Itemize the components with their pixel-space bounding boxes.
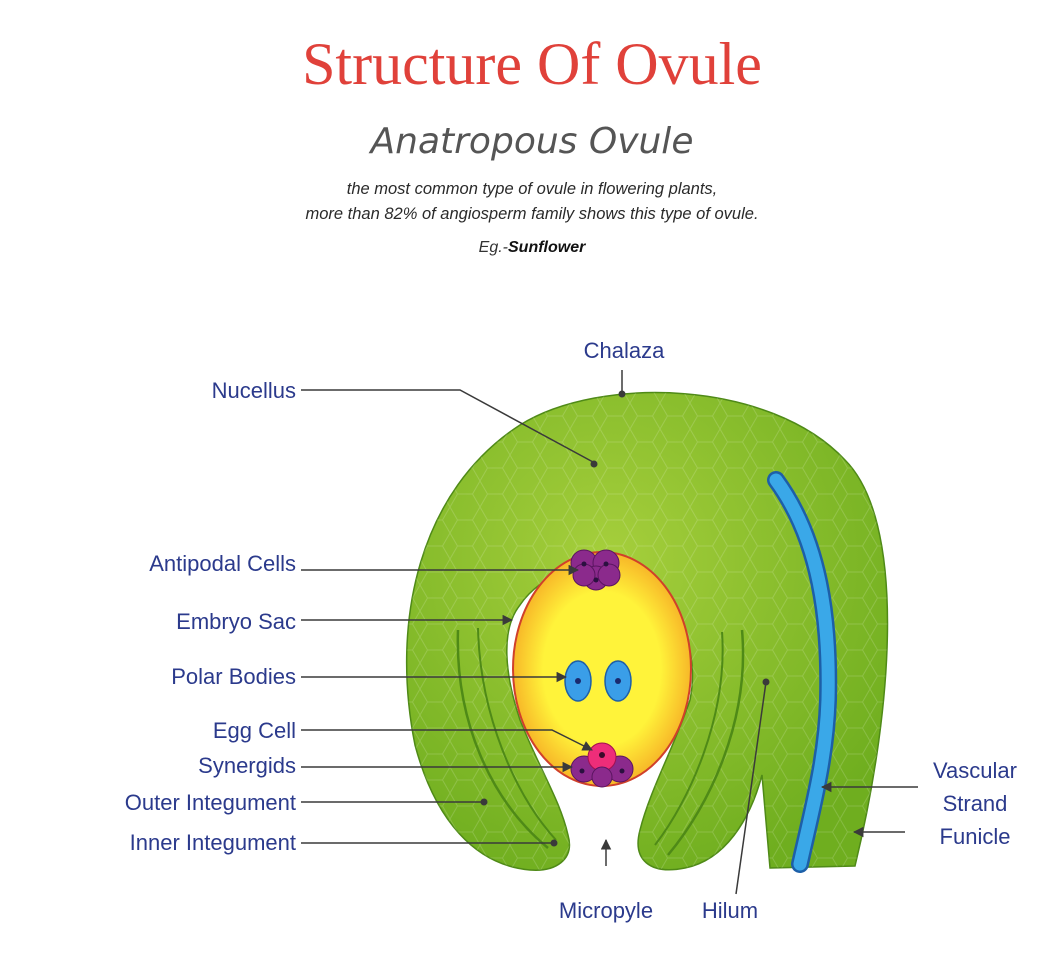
antipodal-nucleus-1 bbox=[581, 561, 587, 567]
label-synergids: Synergids bbox=[198, 753, 296, 778]
synergid-center bbox=[591, 766, 613, 788]
nucellus-dot bbox=[590, 460, 598, 468]
antipodal-cell-5 bbox=[597, 563, 621, 587]
leader-lines bbox=[301, 370, 918, 895]
egg-cell-leader bbox=[301, 729, 593, 751]
egg-apparatus bbox=[570, 742, 634, 788]
example-prefix: Eg.- bbox=[478, 239, 508, 256]
egg-nucleus bbox=[599, 752, 605, 758]
synergid-nucleus-left bbox=[579, 768, 585, 774]
inner-integument-dot bbox=[550, 839, 558, 847]
diagram-labels: Chalaza Nucellus Antipodal Cells Embryo … bbox=[125, 338, 1017, 923]
label-nucellus: Nucellus bbox=[212, 378, 296, 403]
outer-integument-groove-left bbox=[456, 629, 549, 849]
label-polar-bodies: Polar Bodies bbox=[171, 664, 296, 689]
label-micropyle: Micropyle bbox=[559, 898, 653, 923]
hilum-dot bbox=[762, 678, 770, 686]
label-outer-integument: Outer Integument bbox=[125, 790, 296, 815]
label-egg-cell: Egg Cell bbox=[213, 718, 296, 743]
page-title: Structure Of Ovule bbox=[302, 31, 762, 97]
ovule-texture bbox=[406, 392, 888, 871]
chalaza-dot bbox=[618, 390, 626, 398]
label-antipodal-cells: Antipodal Cells bbox=[149, 551, 296, 576]
label-funicle: Funicle bbox=[940, 824, 1011, 849]
hilum-leader bbox=[735, 681, 767, 895]
synergid-nucleus-right bbox=[619, 768, 625, 774]
polar-nucleolus-right bbox=[615, 678, 621, 684]
example-line: Eg.-Sunflower bbox=[0, 237, 1064, 259]
polar-bodies bbox=[564, 660, 632, 702]
label-inner-integument: Inner Integument bbox=[130, 830, 296, 855]
label-embryo-sac: Embryo Sac bbox=[176, 609, 296, 634]
example-name: Sunflower bbox=[508, 239, 586, 256]
antipodal-nucleus-2 bbox=[603, 561, 609, 567]
label-chalaza: Chalaza bbox=[584, 338, 665, 363]
vascular-strand bbox=[769, 473, 835, 871]
label-vascular: Vascular bbox=[933, 758, 1017, 783]
antipodal-nucleus-3 bbox=[593, 577, 599, 583]
inner-integument-groove-right bbox=[654, 631, 724, 846]
label-strand: Strand bbox=[943, 791, 1008, 816]
outer-integument-groove-right bbox=[667, 629, 745, 856]
description-line-1: the most common type of ovule in floweri… bbox=[346, 180, 718, 198]
description-line-2: more than 82% of angiosperm family shows… bbox=[305, 205, 759, 223]
label-hilum: Hilum bbox=[702, 898, 758, 923]
outer-integument-dot bbox=[480, 798, 488, 806]
inner-integument-groove-left bbox=[477, 627, 557, 841]
nucellus-leader bbox=[301, 389, 594, 463]
polar-nucleolus-left bbox=[575, 678, 581, 684]
antipodal-cells bbox=[570, 549, 621, 591]
page-subtitle: Anatropous Ovule bbox=[370, 121, 694, 162]
antipodal-cell-4 bbox=[572, 563, 596, 587]
